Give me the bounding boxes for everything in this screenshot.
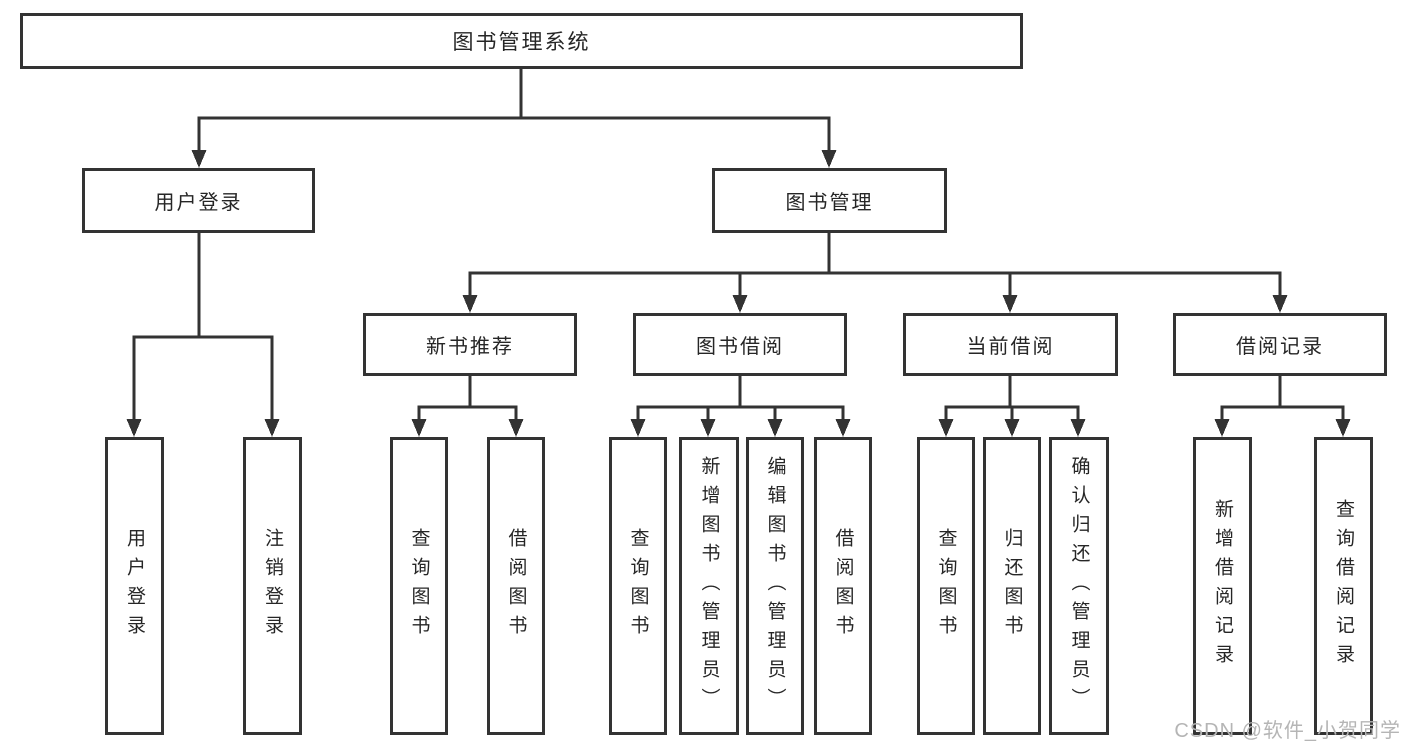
node-new-book-recommendation: 新书推荐: [363, 313, 577, 376]
node-label: 编辑图书（管理员）: [764, 455, 786, 717]
node-borrowing-records: 借阅记录: [1173, 313, 1387, 376]
node-label: 新增图书（管理员）: [698, 455, 720, 717]
arrowhead-icon: [1272, 295, 1288, 313]
node-label: 确认归还（管理员）: [1068, 455, 1090, 717]
arrowhead-icon: [411, 419, 427, 437]
leaf-add-borrow-record: 新增借阅记录: [1193, 437, 1252, 735]
node-label: 新增借阅记录: [1212, 499, 1233, 673]
node-label: 查询图书: [627, 528, 649, 644]
node-label: 借阅记录: [1236, 336, 1324, 358]
node-label: 注销登录: [262, 528, 283, 644]
arrowhead-icon: [630, 419, 646, 437]
leaf-current-query-books: 查询图书: [917, 437, 975, 735]
node-label: 用户登录: [124, 528, 145, 644]
arrowhead-icon: [732, 295, 748, 313]
leaf-user-login: 用户登录: [105, 437, 164, 735]
node-book-borrowing: 图书借阅: [633, 313, 847, 376]
arrowhead-icon: [462, 295, 478, 313]
leaf-query-borrow-record: 查询借阅记录: [1314, 437, 1373, 735]
arrowhead-icon: [126, 419, 142, 437]
arrowhead-icon: [1070, 419, 1086, 437]
leaf-borrowing-borrow-books: 借阅图书: [814, 437, 872, 735]
leaf-confirm-return-admin: 确认归还（管理员）: [1049, 437, 1109, 735]
node-label: 新书推荐: [426, 336, 514, 358]
arrowhead-icon: [1002, 295, 1018, 313]
node-book-management: 图书管理: [712, 168, 947, 233]
leaf-return-books: 归还图书: [983, 437, 1041, 735]
node-label: 查询图书: [408, 528, 430, 644]
node-label: 查询图书: [935, 528, 957, 644]
arrowhead-icon: [767, 419, 783, 437]
leaf-borrowing-query-books: 查询图书: [609, 437, 667, 735]
node-label: 归还图书: [1001, 528, 1023, 644]
leaf-edit-books-admin: 编辑图书（管理员）: [746, 437, 804, 735]
leaf-recommend-borrow-books: 借阅图书: [487, 437, 545, 735]
arrowhead-icon: [264, 419, 280, 437]
arrowhead-icon: [700, 419, 716, 437]
node-label: 图书管理: [785, 192, 874, 214]
node-label: 借阅图书: [832, 528, 854, 644]
arrowhead-icon: [1004, 419, 1020, 437]
node-user-login: 用户登录: [82, 168, 315, 233]
node-current-borrowing: 当前借阅: [903, 313, 1118, 376]
arrowhead-icon: [508, 419, 524, 437]
leaf-add-books-admin: 新增图书（管理员）: [679, 437, 739, 735]
arrowhead-icon: [1214, 419, 1230, 437]
node-library-management-system: 图书管理系统: [20, 13, 1023, 69]
csdn-watermark: CSDN @软件_小贺同学: [1174, 720, 1401, 742]
node-label: 借阅图书: [505, 528, 527, 644]
leaf-logout: 注销登录: [243, 437, 302, 735]
node-label: 查询借阅记录: [1333, 499, 1354, 673]
arrowhead-icon: [191, 150, 207, 168]
node-label: 图书借阅: [696, 336, 784, 358]
arrowhead-icon: [938, 419, 954, 437]
arrowhead-icon: [821, 150, 837, 168]
node-label: 当前借阅: [966, 336, 1055, 358]
leaf-recommend-query-books: 查询图书: [390, 437, 448, 735]
arrowhead-icon: [1335, 419, 1351, 437]
arrowhead-icon: [835, 419, 851, 437]
node-label: 图书管理系统: [452, 31, 591, 54]
node-label: 用户登录: [154, 192, 243, 214]
